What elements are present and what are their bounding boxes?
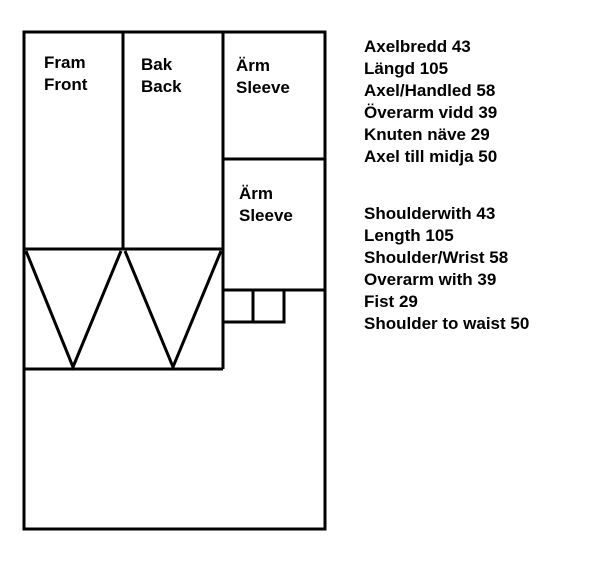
measurements-swedish: Axelbredd 43 Längd 105 Axel/Handled 58 Ö… — [364, 36, 497, 168]
front-gusset-triangle — [24, 250, 123, 371]
fabric-outline — [22, 30, 327, 531]
front-piece-label: Fram Front — [44, 52, 87, 96]
measurement-sv-fist: Knuten näve 29 — [364, 125, 490, 144]
measurement-en-shoulder-waist: Shoulder to waist 50 — [364, 314, 530, 333]
sleeve-2-label-sv: Ärm — [239, 184, 274, 203]
back-gusset-triangle — [123, 250, 223, 371]
front-label-sv: Fram — [44, 53, 86, 72]
sleeve-2-label-en: Sleeve — [239, 206, 293, 225]
measurements-english: Shoulderwith 43 Length 105 Shoulder/Wris… — [364, 203, 529, 335]
sleeve-1-label-en: Sleeve — [236, 78, 290, 97]
measurement-sv-shoulder-width: Axelbredd 43 — [364, 37, 471, 56]
measurement-en-shoulder-wrist: Shoulder/Wrist 58 — [364, 248, 509, 267]
sleeve-1-label-sv: Ärm — [236, 56, 271, 75]
back-label-sv: Bak — [141, 55, 173, 74]
front-label-en: Front — [44, 75, 88, 94]
sleeve-2-piece-label: Ärm Sleeve — [239, 183, 293, 227]
measurement-sv-length: Längd 105 — [364, 59, 449, 78]
measurement-sv-shoulder-waist: Axel till midja 50 — [364, 147, 498, 166]
measurement-en-length: Length 105 — [364, 226, 454, 245]
back-piece-label: Bak Back — [141, 54, 182, 98]
measurement-en-fist: Fist 29 — [364, 292, 418, 311]
measurement-en-shoulder-width: Shoulderwith 43 — [364, 204, 496, 223]
back-label-en: Back — [141, 77, 182, 96]
sleeve-1-piece-label: Ärm Sleeve — [236, 55, 290, 99]
measurement-sv-upper-arm: Överarm vidd 39 — [364, 103, 498, 122]
measurement-en-upper-arm: Overarm with 39 — [364, 270, 497, 289]
measurement-sv-shoulder-wrist: Axel/Handled 58 — [364, 81, 496, 100]
